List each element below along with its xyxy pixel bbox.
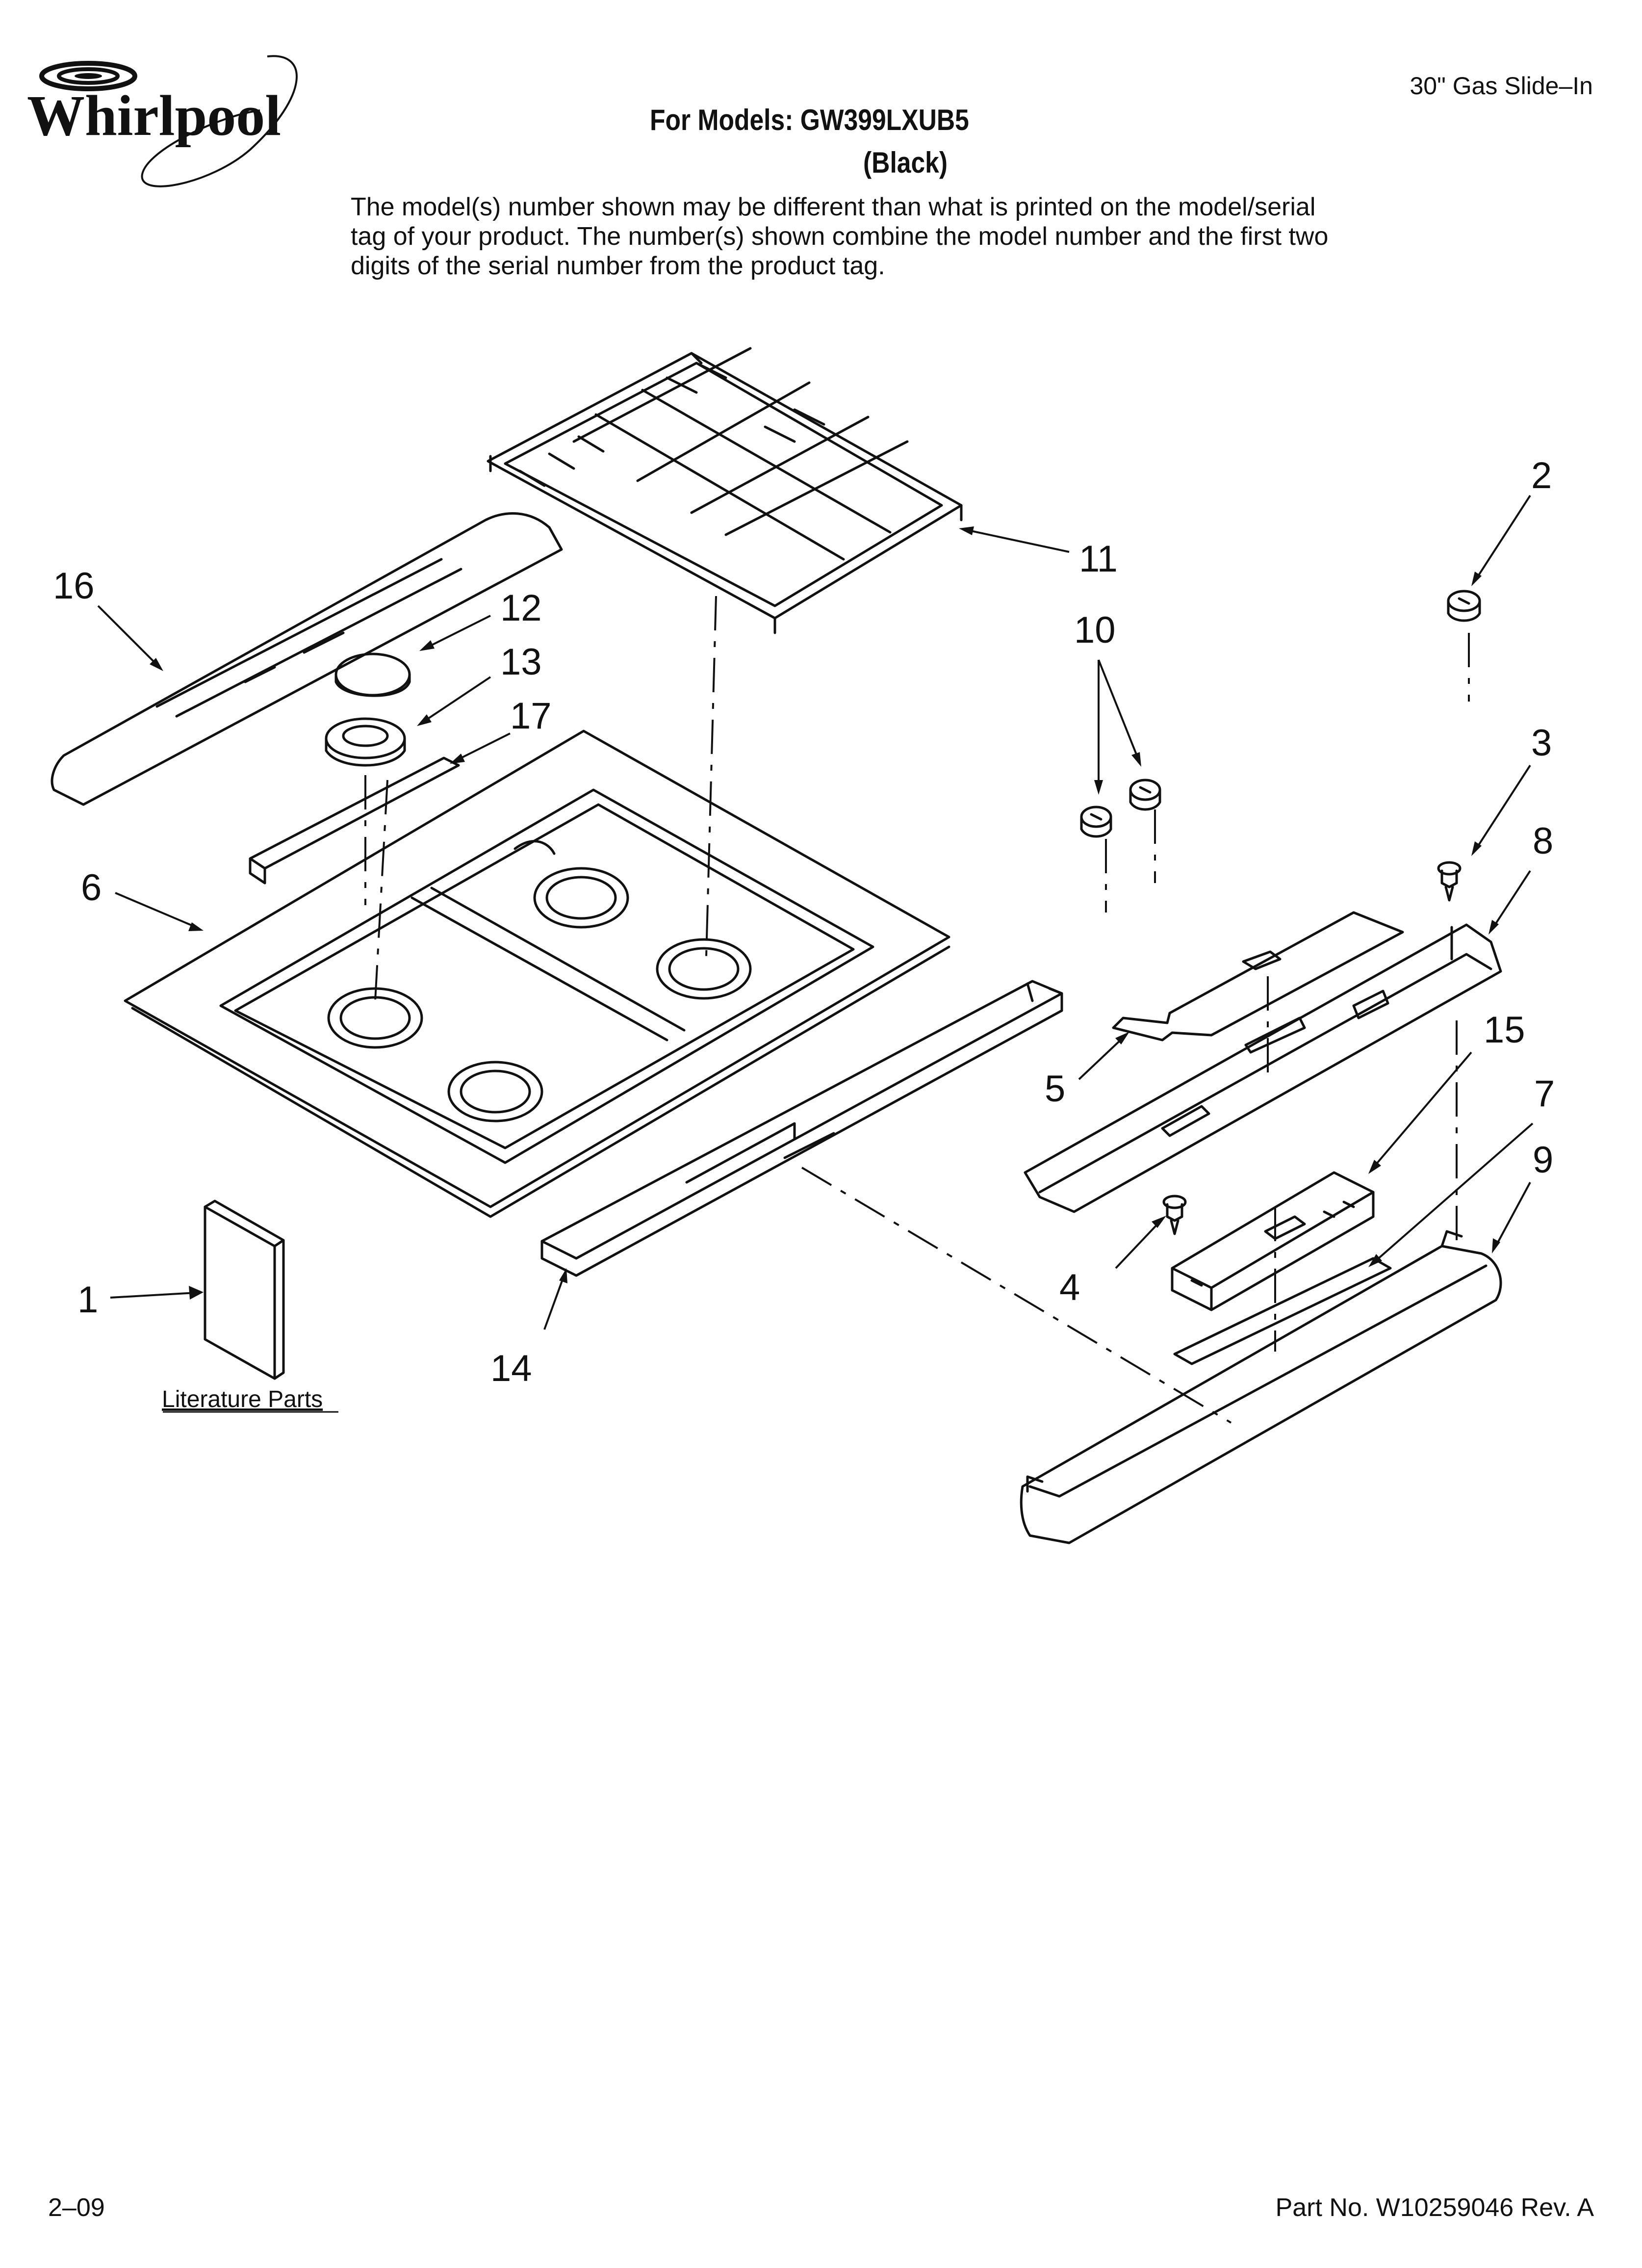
leader-line	[1098, 659, 1139, 758]
whirlpool-logo: Whirlpool	[15, 37, 329, 201]
callout-1: 1	[77, 1279, 98, 1321]
leader-line	[1375, 1122, 1534, 1262]
control-knob	[1080, 806, 1112, 838]
callout-12: 12	[500, 587, 542, 629]
front-trim	[1020, 1230, 1502, 1544]
callout-4: 4	[1059, 1267, 1080, 1308]
leader-line	[966, 529, 1070, 553]
leader-lines	[97, 495, 1534, 1330]
callout-2: 2	[1531, 455, 1552, 496]
arrowhead-icon	[959, 526, 974, 535]
callout-8: 8	[1533, 820, 1553, 862]
alignment-line	[705, 596, 717, 957]
arrowhead-icon	[1131, 752, 1141, 767]
arrowhead-icon	[1368, 1254, 1382, 1267]
part-number: Part No. W10259046 Rev. A	[1275, 2193, 1594, 2222]
leader-line	[110, 1292, 197, 1299]
callout-5: 5	[1045, 1068, 1065, 1110]
callout-16: 16	[53, 565, 95, 607]
arrowhead-icon	[1368, 1160, 1381, 1174]
callout-6: 6	[81, 867, 102, 909]
literature-parts-label: Literature Parts	[162, 1386, 323, 1412]
leader-line	[456, 732, 511, 761]
literature-booklet	[204, 1199, 285, 1380]
control-console	[1024, 923, 1502, 1213]
models-title: For Models: GW399LXUB5	[650, 104, 969, 136]
control-knob	[1447, 590, 1481, 622]
leader-line	[423, 676, 491, 722]
arrowhead-icon	[419, 640, 435, 651]
leader-line	[115, 892, 197, 928]
arrowhead-icon	[559, 1268, 567, 1283]
support-channel	[540, 980, 1063, 1277]
callout-13: 13	[500, 641, 542, 683]
arrowhead-icon	[1471, 572, 1482, 586]
leader-line	[1115, 1221, 1161, 1269]
arrowhead-icon	[1492, 1238, 1500, 1253]
leader-line	[1495, 1182, 1531, 1247]
leader-line	[1475, 495, 1531, 580]
callout-17: 17	[510, 695, 552, 737]
callout-3: 3	[1531, 722, 1552, 764]
mounting-screw	[1437, 861, 1462, 902]
arrowhead-icon	[1471, 841, 1482, 856]
leader-line	[1078, 1037, 1124, 1080]
leader-line	[426, 615, 491, 649]
arrowhead-icon	[1115, 1032, 1129, 1044]
color-title: (Black)	[863, 146, 948, 179]
leader-line	[1372, 1051, 1472, 1169]
insulation-pad	[1173, 1257, 1392, 1365]
logo-swirl-icon: Whirlpool	[27, 55, 298, 187]
electronic-control-board	[1171, 1171, 1375, 1311]
callout-7: 7	[1534, 1073, 1555, 1115]
arrowhead-icon	[1094, 780, 1103, 795]
arrowhead-icon	[189, 1286, 204, 1300]
leader-line	[543, 1275, 565, 1330]
burner-grate	[487, 347, 963, 634]
arrowhead-icon	[1488, 920, 1499, 935]
leader-line	[1492, 870, 1531, 928]
revision-date: 2–09	[48, 2193, 105, 2222]
cooktop-panel	[124, 730, 950, 1218]
burner-cap	[334, 652, 411, 697]
alignment-line	[801, 1167, 1232, 1424]
arrowhead-icon	[188, 922, 204, 931]
arrowhead-icon	[417, 714, 432, 726]
control-overlay	[1112, 911, 1404, 1042]
model-disclaimer: The model(s) number shown may be differe…	[351, 193, 1329, 280]
arrowhead-icon	[450, 754, 465, 764]
leader-line	[1475, 764, 1531, 850]
burner-base	[325, 717, 406, 767]
callout-15: 15	[1484, 1009, 1525, 1051]
alignment-line	[374, 780, 388, 1001]
burner-bracket	[249, 756, 460, 885]
rear-trim	[51, 512, 563, 806]
control-knob	[1129, 779, 1161, 811]
callout-11: 11	[1079, 538, 1118, 580]
alignment-lines	[364, 596, 1470, 1424]
arrowhead-icon	[1152, 1216, 1166, 1228]
product-category: 30" Gas Slide–In	[1410, 72, 1593, 100]
brand-wordmark: Whirlpool	[27, 83, 281, 148]
mounting-screw	[1162, 1195, 1187, 1235]
leader-arrowheads	[150, 526, 1500, 1300]
leader-line	[97, 605, 158, 666]
callout-9: 9	[1533, 1139, 1553, 1181]
callout-10: 10	[1074, 609, 1116, 651]
callout-14: 14	[490, 1348, 532, 1389]
arrowhead-icon	[150, 658, 163, 671]
